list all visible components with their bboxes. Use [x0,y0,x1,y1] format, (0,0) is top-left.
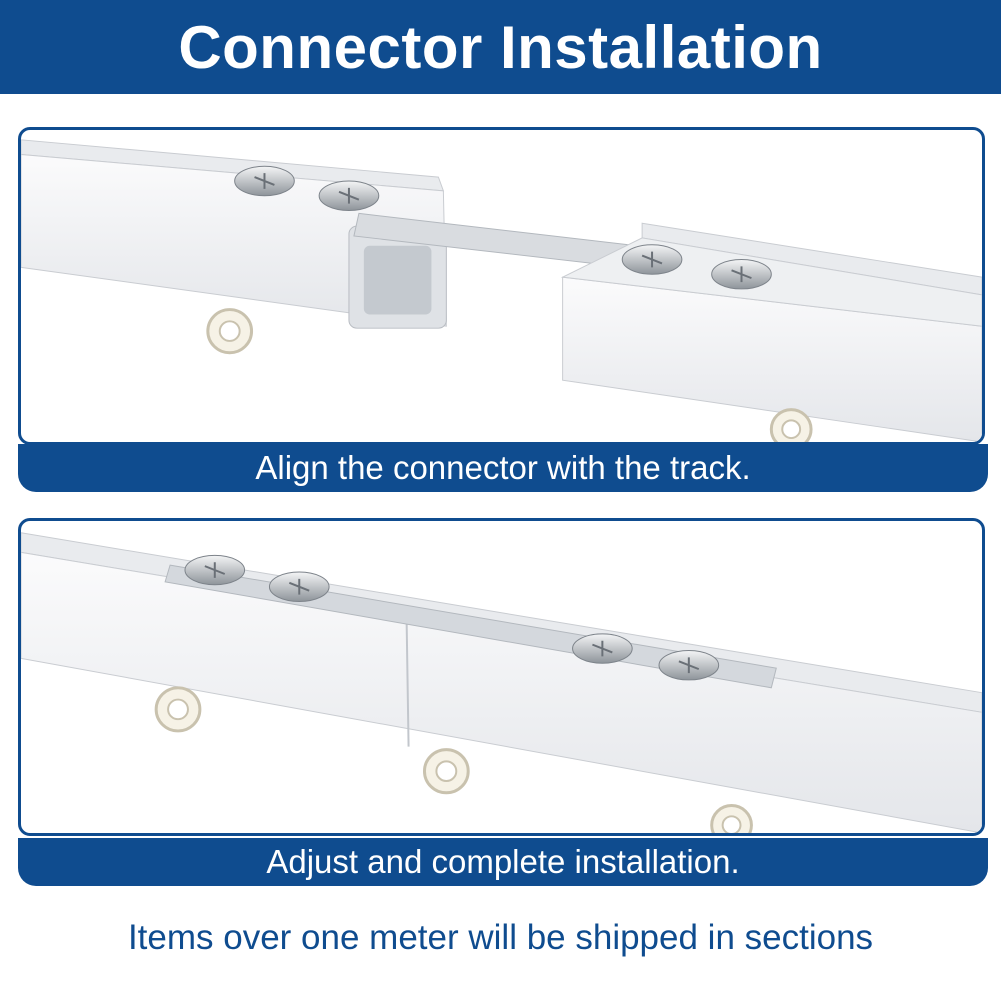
glider-hook-icon [769,408,813,442]
header-banner: Connector Installation [0,0,1001,94]
right-track-top [641,222,982,296]
screw-icon [268,571,330,602]
glider-hook-icon [206,308,254,355]
step-1-caption: Align the connector with the track. [255,449,751,486]
step-1-image [18,127,985,445]
shipping-note: Items over one meter will be shipped in … [127,918,874,957]
screw-icon [572,633,633,664]
screw-icon [621,244,683,275]
screw-icon [711,259,772,290]
track-illustration-joined [21,532,982,833]
step-2-image [18,518,985,836]
step-2-caption: Adjust and complete installation. [266,843,740,880]
glider-hook-icon [710,804,753,833]
screw-icon [658,650,720,681]
track-seam [405,619,410,747]
screw-icon [234,165,295,197]
glider-hook-icon [422,748,470,795]
track-illustration-separated [21,139,982,442]
glider-hook-icon [154,686,202,733]
screw-icon [184,554,246,586]
step-1-caption-bar: Align the connector with the track. [18,444,988,492]
page-title: Connector Installation [178,13,823,81]
step-2-caption-bar: Adjust and complete installation. [18,838,988,886]
screw-icon [318,180,380,211]
